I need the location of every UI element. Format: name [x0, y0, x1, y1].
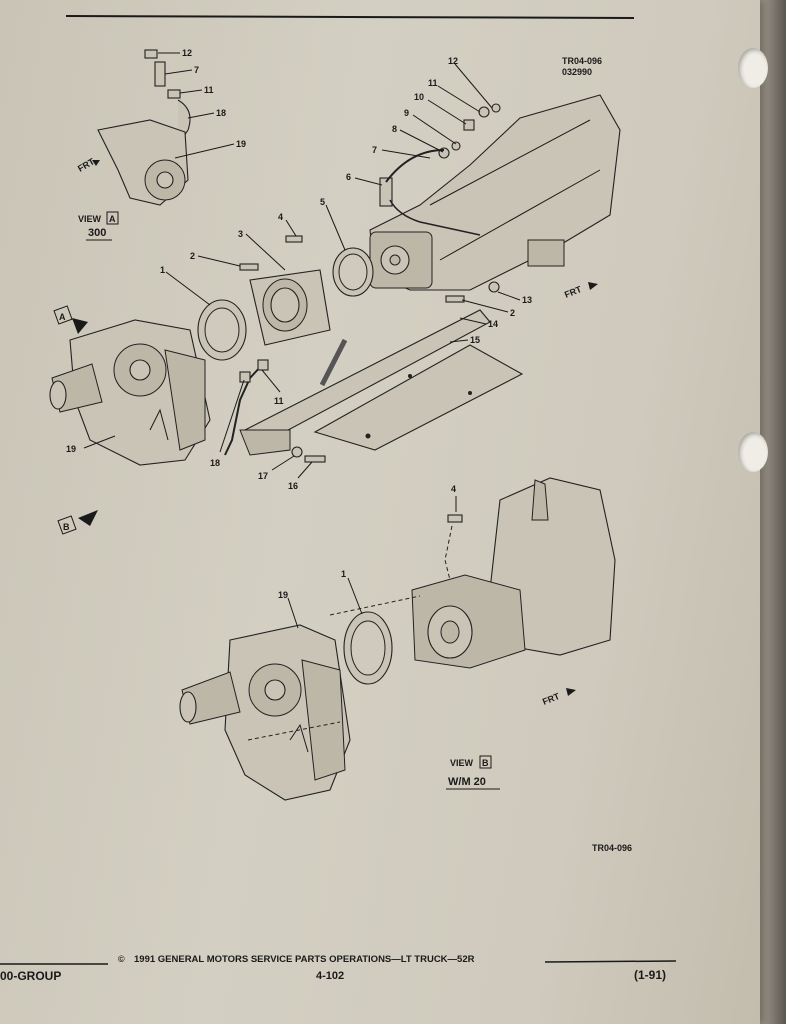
footer-copyright-line: 1991 GENERAL MOTORS SERVICE PARTS OPERAT… — [134, 954, 475, 965]
binder-hole-top — [738, 48, 768, 88]
callout-15-main: 15 — [470, 335, 480, 345]
callout-4-b: 4 — [451, 484, 456, 494]
transmission-assembly — [369, 94, 621, 291]
main-callouts: 12 11 10 9 8 7 6 5 4 3 2 1 13 2 14 15 11… — [66, 56, 532, 491]
view-b-transfer-case-19 — [179, 595, 421, 801]
frt-arrow-b: FRT — [541, 688, 576, 707]
view-b-transmission — [411, 477, 616, 669]
svg-text:FRT: FRT — [563, 284, 583, 300]
binder-hole-middle — [738, 432, 768, 472]
callout-17-main: 17 — [258, 471, 268, 481]
callout-6-main: 6 — [346, 172, 351, 182]
frt-label-a: FRT — [76, 156, 97, 174]
callout-9-main: 9 — [404, 108, 409, 118]
callout-1-b: 1 — [341, 569, 346, 579]
view-b-sub: W/M 20 — [448, 776, 486, 788]
adapter-3 — [249, 269, 331, 346]
callout-7-a: 7 — [194, 65, 199, 75]
view-a-letter: A — [109, 214, 116, 224]
view-b-label: VIEW — [450, 758, 474, 768]
footer-page-number: 4-102 — [316, 970, 344, 982]
callout-13-main: 13 — [522, 295, 532, 305]
svg-text:A: A — [59, 312, 66, 322]
header-rule — [65, 15, 635, 19]
view-b-callouts: 4 1 19 — [278, 484, 457, 629]
view-a-marker: A — [53, 305, 88, 334]
view-a-caption: VIEW A 300 — [78, 211, 119, 241]
view-a-inset: FRT — [76, 49, 191, 206]
crossmember-14 — [239, 309, 491, 456]
vent-hose-18 — [224, 338, 348, 456]
callout-10-main: 10 — [414, 92, 424, 102]
view-b-caption: VIEW B W/M 20 — [446, 755, 500, 790]
skid-plate-15 — [313, 344, 524, 451]
callout-18-main: 18 — [210, 458, 220, 468]
footer-date: (1-91) — [634, 968, 666, 982]
svg-text:FRT: FRT — [541, 691, 561, 707]
mount-bracket — [527, 239, 565, 267]
callout-18-a: 18 — [216, 108, 226, 118]
callout-19-a: 19 — [236, 139, 246, 149]
footer-copyright-symbol: © — [118, 954, 125, 964]
view-b-marker: B — [57, 510, 98, 535]
callout-11b-main: 11 — [274, 396, 284, 406]
callout-14-main: 14 — [488, 319, 498, 329]
clamp-11-a — [167, 89, 181, 99]
callout-1-main: 1 — [160, 265, 165, 275]
footer: © 1991 GENERAL MOTORS SERVICE PARTS OPER… — [0, 954, 677, 983]
callout-16-main: 16 — [288, 481, 298, 491]
footer-group: 00-GROUP — [0, 969, 61, 983]
figure-code-bottom: TR04-096 — [592, 843, 632, 853]
view-a-label: VIEW — [78, 214, 102, 224]
callout-11-a: 11 — [204, 85, 214, 95]
callout-11-main: 11 — [428, 78, 438, 88]
callout-19-b: 19 — [278, 590, 288, 600]
gasket-1 — [197, 299, 247, 361]
view-a-sub: 300 — [88, 227, 106, 239]
callout-12-a: 12 — [182, 48, 192, 58]
bolts-and-fasteners — [239, 103, 501, 463]
frt-arrow-main: FRT — [563, 282, 598, 300]
callout-19-main: 19 — [66, 444, 76, 454]
transfer-case-19 — [49, 319, 211, 466]
hose-7-a — [154, 61, 166, 87]
callout-4-main: 4 — [278, 212, 283, 222]
callout-5-main: 5 — [320, 197, 325, 207]
callout-2b-main: 2 — [510, 308, 515, 318]
callout-8-main: 8 — [392, 124, 397, 134]
callout-3-main: 3 — [238, 229, 243, 239]
gasket-5 — [332, 247, 374, 297]
figure-code-top: TR04-096 — [562, 56, 602, 66]
callout-12-main: 12 — [448, 56, 458, 66]
callout-7-main: 7 — [372, 145, 377, 155]
fitting-12-a — [144, 49, 158, 59]
view-b-gasket-1 — [343, 611, 393, 685]
view-b-letter: B — [482, 758, 489, 768]
figure-date-code: 032990 — [562, 67, 592, 77]
view-a-callouts: 12 7 11 18 19 — [158, 48, 246, 159]
svg-text:B: B — [63, 522, 70, 532]
callout-2-main: 2 — [190, 251, 195, 261]
